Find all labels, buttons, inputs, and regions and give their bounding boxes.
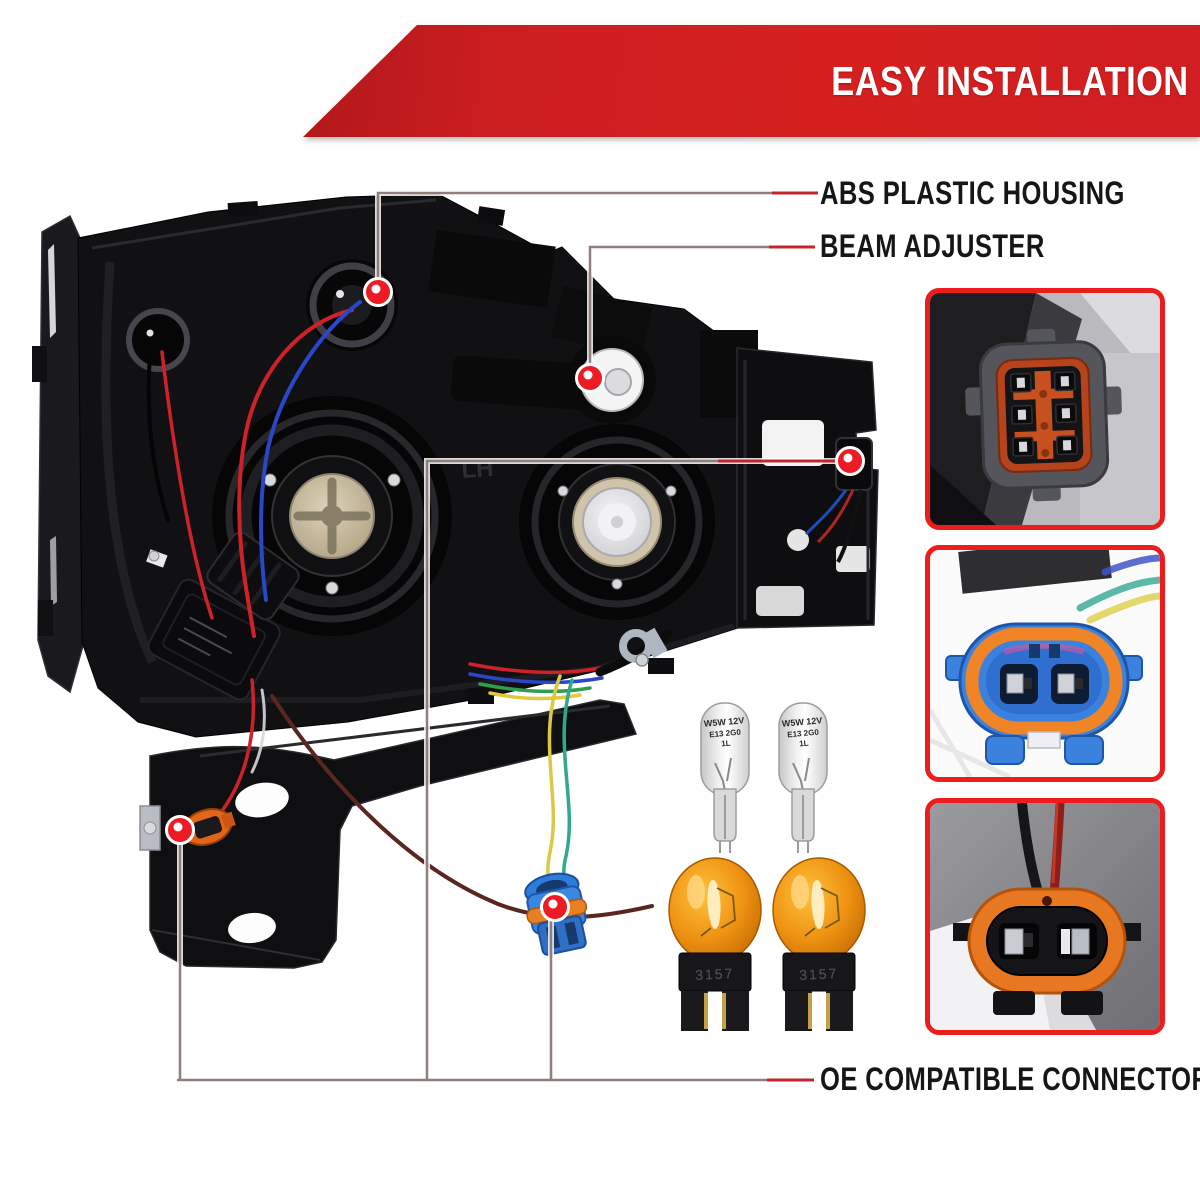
marker-blue-connector — [540, 892, 570, 922]
svg-text:3157: 3157 — [799, 965, 839, 983]
wiring-module — [146, 531, 300, 701]
svg-text:3157: 3157 — [695, 965, 735, 983]
lower-bracket — [139, 699, 638, 969]
callout-markers — [165, 277, 865, 922]
marker-right-connector — [835, 446, 865, 476]
banner-title: EASY INSTALLATION — [830, 57, 1189, 104]
inset-blue-connector-photo — [925, 545, 1165, 782]
svg-text:E13 2G0: E13 2G0 — [709, 728, 742, 740]
projector-bore-right — [519, 424, 715, 620]
marker-orange-connector — [165, 815, 195, 845]
easy-installation-banner: EASY INSTALLATION — [0, 25, 1200, 137]
side-marker-socket — [126, 308, 190, 372]
callout-label-abs-housing: ABS PLASTIC HOUSING — [820, 175, 1125, 211]
leader-lines — [177, 190, 850, 1083]
svg-text:1L: 1L — [721, 739, 731, 749]
svg-text:W5W 12V: W5W 12V — [781, 715, 822, 728]
callout-label-beam-adjuster: BEAM ADJUSTER — [820, 228, 1045, 264]
metal-p-clip — [619, 627, 668, 667]
parking-bulb-2: W5W 12V E13 2G0 1L — [778, 702, 828, 853]
callout-label-oe-connectors: OE COMPATIBLE CONNECTORS — [820, 1061, 1200, 1097]
signal-bulb-2: 3157 — [772, 857, 866, 1031]
inset-black-connector-photo — [925, 798, 1165, 1035]
marker-abs-housing — [363, 277, 393, 307]
marker-beam-adjuster — [575, 363, 605, 393]
mounting-bracket-right — [736, 347, 879, 629]
signal-bulb-1: 3157 — [668, 857, 762, 1031]
parking-bulb-1: W5W 12V E13 2G0 1L — [700, 702, 750, 853]
svg-text:1L: 1L — [799, 739, 809, 749]
inset-six-pin-connector-photo — [925, 288, 1165, 530]
svg-text:W5W 12V: W5W 12V — [703, 715, 744, 728]
orange-connector — [181, 808, 236, 846]
svg-text:E13 2G0: E13 2G0 — [787, 728, 820, 740]
